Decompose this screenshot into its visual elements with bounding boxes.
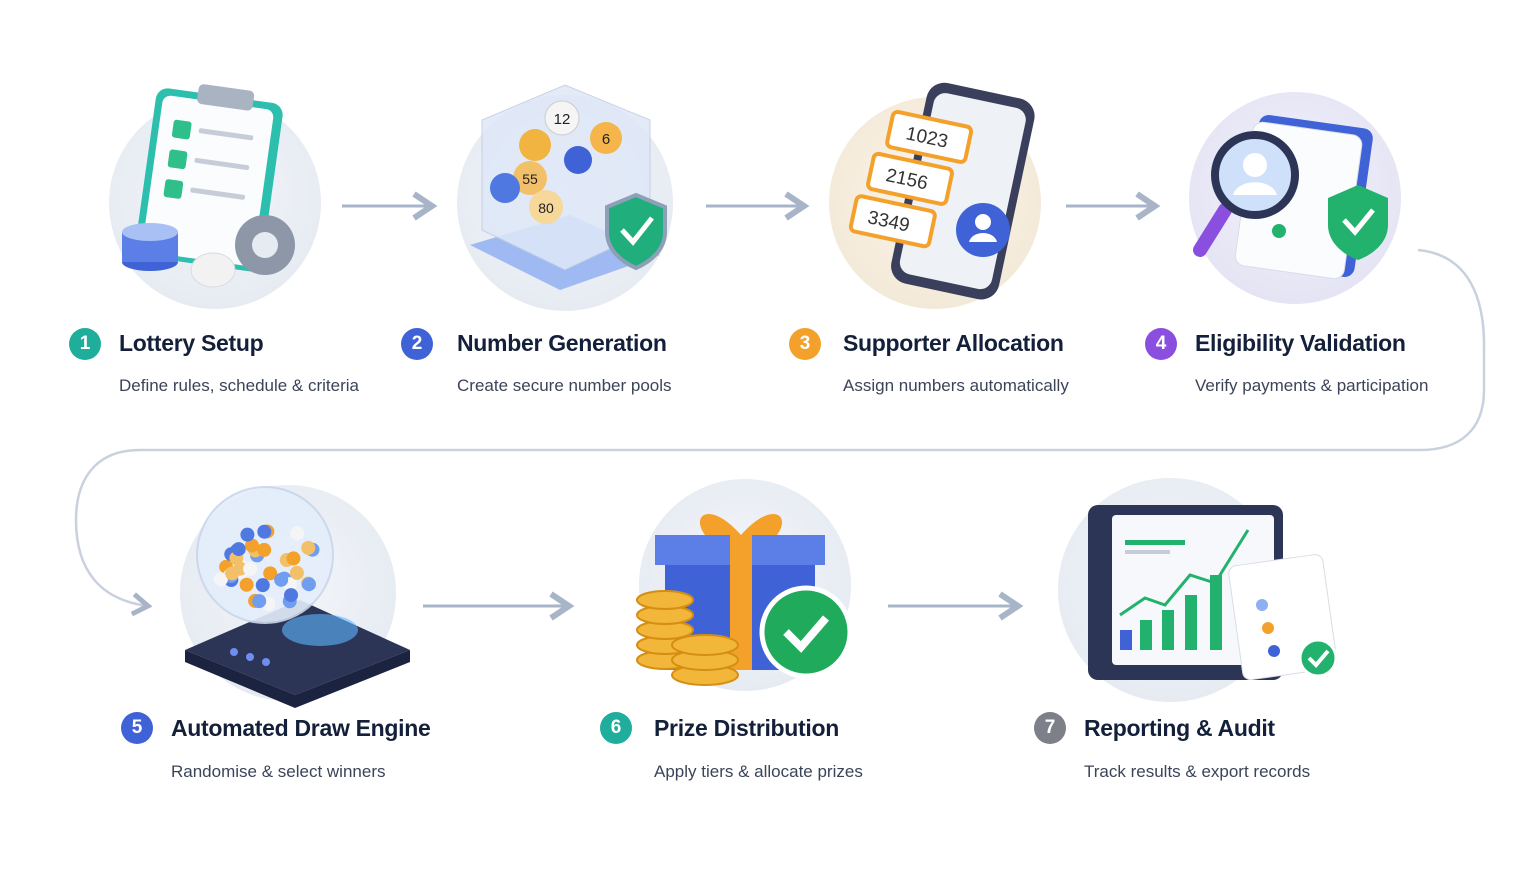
number-cube-shield-icon: 12 6 55 80 [457,84,673,311]
step-description: Verify payments & participation [1195,376,1429,395]
step-number-badge: 2 [401,328,433,360]
step-description: Define rules, schedule & criteria [119,376,360,395]
step-title: Reporting & Audit [1084,715,1275,741]
phone-tickets-icon: 1023 2156 3349 [829,82,1041,309]
step-title: Eligibility Validation [1195,330,1406,356]
clipboard-checklist-icon [109,84,321,309]
lottery-ball [286,551,301,566]
lottery-ball [257,524,272,539]
lottery-ball [290,526,305,541]
step-title: Lottery Setup [119,330,264,356]
step-number-badge: 7 [1034,712,1066,744]
lottery-ball [252,594,267,609]
lottery-ball [239,577,254,592]
lottery-ball [274,572,289,587]
step-description: Track results & export records [1084,762,1311,781]
lottery-ball [213,572,228,587]
step-description: Assign numbers automatically [843,376,1069,395]
connector-4-5 [74,248,1486,617]
step-number-badge: 4 [1145,328,1177,360]
step-description: Randomise & select winners [171,762,386,781]
lottery-ball [245,538,260,553]
ball-number: 55 [522,171,538,187]
magnifier-shield-icon [1189,92,1401,304]
lottery-ball [289,565,304,580]
lottery-ball [301,540,316,555]
step-description: Apply tiers & allocate prizes [654,762,863,781]
step-title: Number Generation [457,330,667,356]
step-title: Prize Distribution [654,715,840,741]
lottery-ball [225,566,240,581]
ball-number: 80 [538,200,554,216]
step-description: Create secure number pools [457,376,672,395]
lottery-ball [284,588,299,603]
step-number-badge: 1 [69,328,101,360]
lottery-ball [301,577,316,592]
step-title: Supporter Allocation [843,330,1064,356]
lottery-ball [263,566,278,581]
step-number-badge: 5 [121,712,153,744]
step-number-badge: 6 [600,712,632,744]
step-number-badge: 3 [789,328,821,360]
lottery-ball [257,542,272,557]
ball-number: 6 [602,131,610,148]
lottery-ball [231,542,246,557]
lottery-ball [255,578,270,593]
ball-number: 12 [554,111,571,128]
lottery-globe-icon [180,485,410,708]
dashboard-report-icon [1058,478,1338,702]
gift-coins-icon [636,479,853,691]
step-title: Automated Draw Engine [171,715,431,741]
arrows [74,191,1486,621]
lottery-ball [243,561,258,576]
lottery-ball [240,527,255,542]
